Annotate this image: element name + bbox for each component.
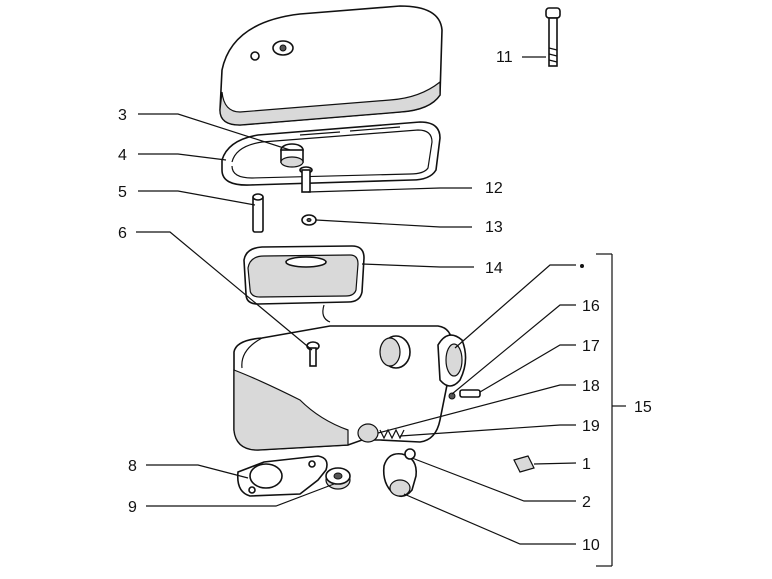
- callout-17: 17: [582, 338, 600, 355]
- filter-housing-part: [233, 325, 467, 451]
- callout-13: 13: [485, 219, 503, 236]
- callout-12: 12: [485, 180, 503, 197]
- callout-10: 10: [582, 537, 600, 554]
- cover-gasket-part: [221, 121, 441, 186]
- callout-3: 3: [118, 107, 127, 124]
- elbow-fitting-part: [382, 448, 418, 498]
- callout-14: 14: [485, 260, 503, 277]
- group-bracket: [580, 253, 626, 567]
- callout-16: 16: [582, 298, 600, 315]
- callout-15: 15: [634, 399, 652, 416]
- callout-2: 2: [582, 494, 591, 511]
- callout-5: 5: [118, 184, 127, 201]
- callout-18: 18: [582, 378, 600, 395]
- callout-1: 1: [582, 456, 591, 473]
- screw-12-part: [299, 166, 313, 193]
- callout-labels: 3 4 5 6 11 12 13 14 16 17 18 19 15 1 2 1…: [118, 49, 652, 554]
- pin-part: [252, 193, 264, 233]
- spacer-part: [325, 467, 351, 490]
- leader-lines: [136, 56, 577, 545]
- sleeve-nut-part: [513, 455, 535, 473]
- air-filter-cover-part: [219, 5, 443, 126]
- callout-9: 9: [128, 499, 137, 516]
- filter-element-part: [243, 245, 365, 323]
- long-screw-part: [545, 7, 561, 67]
- callout-6: 6: [118, 225, 127, 242]
- callout-8: 8: [128, 458, 137, 475]
- small-screw-part: [448, 389, 481, 400]
- washer-13-part: [301, 214, 317, 226]
- callout-11: 11: [496, 49, 513, 66]
- cover-plug-part: [280, 143, 304, 168]
- callout-19: 19: [582, 418, 600, 435]
- flange-gasket-part: [236, 455, 328, 497]
- callout-4: 4: [118, 147, 127, 164]
